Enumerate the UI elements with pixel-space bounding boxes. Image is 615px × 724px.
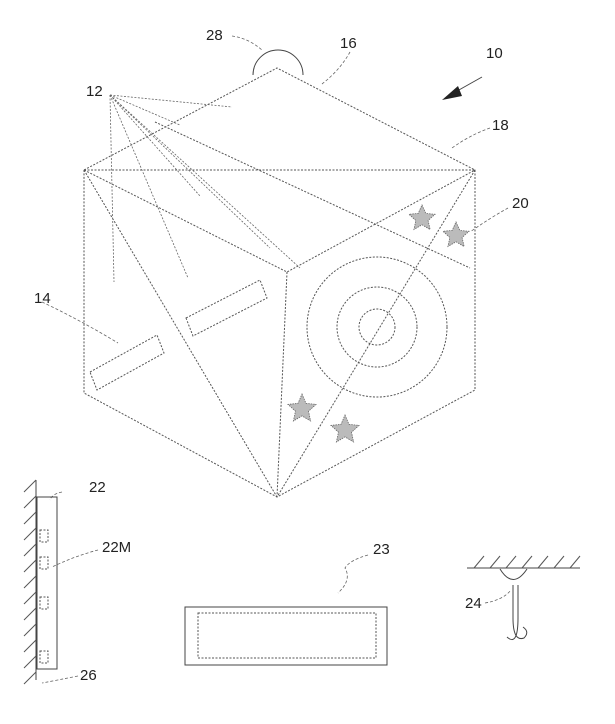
label-16: 16 [340,35,357,52]
star-icon [287,392,317,422]
cube-device [83,49,476,498]
target [306,256,448,398]
wall-mount-plate [36,496,58,670]
label-10: 10 [486,45,503,62]
label-20: 20 [512,195,529,212]
magnets [39,529,49,664]
right-face-diagonal [276,169,476,498]
cube-outline [83,67,476,498]
hook-base [499,568,528,580]
label-26: 26 [80,667,97,684]
tray [184,606,388,666]
front-vertical-edge [276,271,288,498]
light-rays [109,94,301,283]
arrow-10-head [442,86,462,100]
star-icon [442,221,470,248]
target-ring-middle [336,286,418,368]
label-12: 12 [86,83,103,100]
slots [89,279,268,391]
wall-mount-assembly [23,479,58,685]
left-face-diagonal [83,169,278,498]
slot-upper [185,279,268,337]
target-ring-inner [358,308,396,346]
label-24: 24 [465,595,482,612]
ceiling-hook [467,555,581,641]
star-icon [330,413,360,443]
inner-diagonal [154,121,471,269]
label-18: 18 [492,117,509,134]
label-23: 23 [373,541,390,558]
tray-outer [184,606,388,666]
handle-knob [252,49,304,76]
label-22: 22 [89,479,106,496]
stars [287,204,470,443]
hook-icon [512,585,528,640]
wall-hatching [23,479,37,685]
label-22m: 22M [102,539,131,556]
reference-labels: 10 12 14 16 18 20 22 22M 23 24 26 28 [34,27,529,684]
slot-lower [89,334,165,391]
star-icon [408,204,436,231]
label-14: 14 [34,290,51,307]
target-ring-outer [306,256,448,398]
label-28: 28 [206,27,223,44]
leader-lines [41,35,512,684]
ceiling-hatching [473,555,581,569]
tray-inner [197,612,377,659]
